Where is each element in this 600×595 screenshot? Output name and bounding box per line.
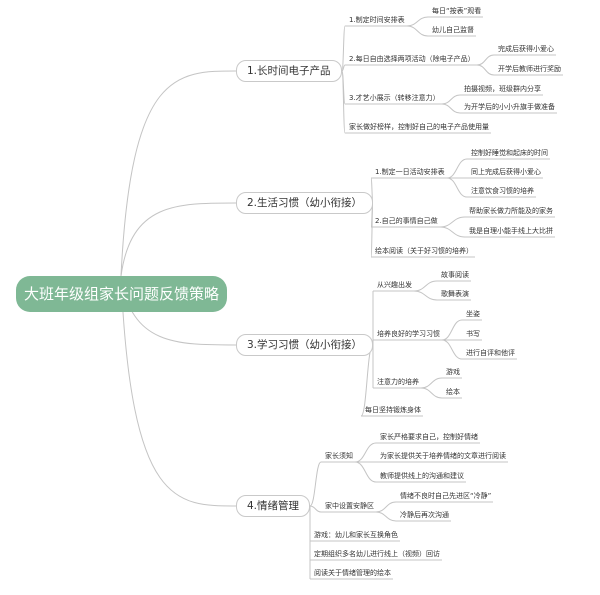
topic-3-2: 培养良好的学习习惯: [377, 330, 440, 338]
topic-1-4: 家长做好榜样，控制好自己的电子产品使用量: [349, 123, 489, 131]
branch-link-1-4: [341, 70, 346, 134]
detail-link-3-2-1: [441, 319, 463, 341]
root-link-1: [120, 70, 237, 277]
detail-3-1-2: 歌舞表演: [441, 290, 469, 298]
detail-1-3-1: 拍摄视频，班级群内分享: [464, 85, 541, 93]
topic-2-1: 1.制定一日活动安排表: [375, 168, 445, 176]
detail-link-4-2-2: [375, 511, 397, 522]
detail-2-1-2: 同上完成后获得小爱心: [471, 168, 541, 176]
detail-4-2-2: 冷静后再次沟通: [400, 511, 449, 519]
branch-link-4-1: [309, 461, 322, 507]
detail-link-3-2-3: [441, 339, 463, 360]
detail-link-3-1-2: [413, 290, 438, 301]
detail-link-3-3-1: [420, 377, 443, 389]
branch-link-4-2: [309, 505, 322, 513]
branch-node-2: 2.生活习惯（幼小衔接）: [236, 192, 374, 214]
detail-3-2-2: 书写: [466, 330, 480, 338]
detail-link-1-2-1: [476, 54, 495, 66]
branch-link-1-2: [341, 64, 346, 72]
detail-link-4-1-1: [354, 442, 377, 463]
detail-2-2-2: 我是自理小能手线上大比拼: [469, 227, 553, 235]
detail-link-3-1-1: [413, 280, 438, 292]
detail-2-2-1: 帮助家长做力所能及的家务: [469, 207, 553, 215]
branch-link-1-1: [341, 25, 346, 72]
detail-3-1-1: 故事阅读: [441, 271, 469, 279]
detail-3-3-2: 绘本: [446, 388, 460, 396]
detail-3-3-1: 游戏: [446, 368, 460, 376]
topic-4-4: 定期组织多名幼儿进行线上（视频）回访: [314, 550, 440, 558]
branch-node-4: 4.情绪管理: [236, 495, 311, 517]
detail-4-2-1: 情绪不良时自己先进区“冷静”: [400, 492, 492, 500]
topic-3-4: 每日坚持锻炼身体: [365, 406, 421, 414]
detail-link-2-2-1: [439, 216, 466, 228]
root-link-2: [120, 202, 237, 277]
detail-link-3-3-2: [420, 387, 443, 399]
topic-3-1: 从兴趣出发: [377, 281, 412, 289]
topic-4-5: 阅读关于情绪管理的绘本: [314, 569, 391, 577]
detail-1-1-1: 每日“按表”观看: [432, 7, 482, 15]
detail-4-1-3: 教师提供线上的沟通和建议: [380, 472, 464, 480]
topic-2-2: 2.自己的事情自己做: [375, 217, 438, 225]
topic-4-3: 游戏：幼儿和家长互换角色: [314, 531, 398, 539]
detail-link-4-1-3: [354, 461, 377, 483]
topic-2-3: 绘本阅读（关于好习惯的培养）: [375, 247, 473, 255]
branch-node-1: 1.长时间电子产品: [236, 60, 342, 82]
detail-link-2-1-1: [446, 158, 468, 179]
topic-1-2: 2.每日自由选择两项活动（除电子产品）: [349, 55, 475, 63]
topic-4-1: 家长须知: [325, 452, 353, 460]
topic-3-3: 注意力的培养: [377, 378, 419, 386]
topic-4-2: 家中设置安静区: [325, 502, 374, 510]
detail-link-4-2-1: [375, 501, 397, 513]
detail-3-2-1: 坐姿: [466, 310, 480, 318]
detail-1-2-2: 开学后教师进行奖励: [498, 65, 561, 73]
detail-link-1-1-1: [406, 16, 429, 27]
detail-link-1-3-1: [441, 94, 461, 105]
detail-1-1-2: 幼儿自己监督: [432, 26, 474, 34]
root-node: 大班年级组家长问题反馈策略: [16, 276, 227, 312]
detail-4-1-2: 为家长提供关于培养情绪的文章进行阅读: [380, 452, 506, 460]
detail-2-1-3: 注意饮食习惯的培养: [471, 187, 534, 195]
branch-node-3: 3.学习习惯（幼小衔接）: [236, 334, 374, 356]
detail-link-2-2-2: [439, 226, 466, 238]
topic-1-3: 3.才艺小展示（转移注意力）: [349, 94, 440, 102]
detail-4-1-1: 家长严格要求自己，控制好情绪: [380, 433, 478, 441]
detail-1-2-1: 完成后获得小爱心: [498, 45, 554, 53]
root-link-4: [120, 275, 237, 507]
detail-3-2-3: 进行自评和他评: [466, 349, 515, 357]
detail-link-2-1-3: [446, 177, 468, 198]
detail-2-1-1: 控制好睡觉和起床的时间: [471, 149, 548, 157]
topic-1-1: 1.制定时间安排表: [349, 16, 405, 24]
detail-link-1-1-2: [406, 25, 429, 37]
detail-link-1-3-2: [441, 103, 461, 114]
detail-1-3-2: 为开学后的小小升旗手做准备: [464, 103, 555, 111]
detail-link-1-2-2: [476, 64, 495, 76]
